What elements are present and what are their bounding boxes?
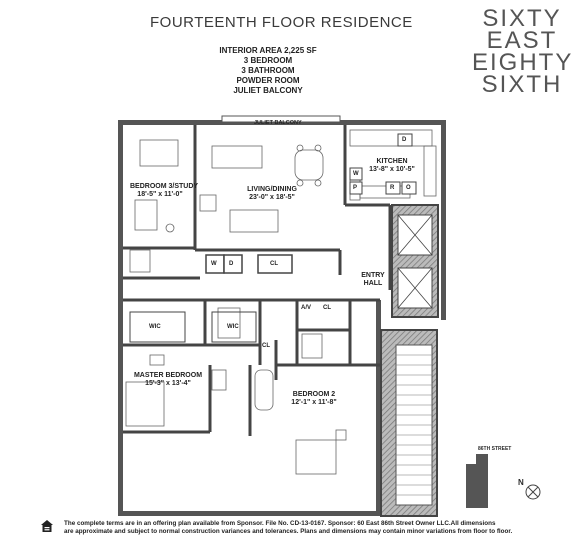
living-dining-label: LIVING/DINING 23'-0" x 18'-5": [232, 186, 312, 202]
wic-label: WIC: [227, 324, 239, 330]
utility-closets: [205, 254, 293, 274]
north-label: N: [518, 478, 524, 487]
room-name: HALL: [363, 280, 383, 287]
room-dimensions: 23'-0" x 18'-5": [249, 194, 295, 201]
wic-closets: [129, 311, 257, 343]
north-arrow: [525, 484, 541, 500]
room-name: LIVING/DINING: [247, 186, 297, 193]
living-furniture: [199, 144, 324, 233]
juliet-balcony-rail: [221, 115, 341, 123]
dryer-label: D: [229, 261, 234, 267]
brand-line: EIGHTY: [472, 49, 574, 76]
range-label: R: [390, 185, 395, 191]
room-name: BEDROOM 2: [292, 391, 336, 398]
brand-line: SIXTY: [482, 5, 562, 32]
equal-housing-icon: [40, 519, 54, 533]
pantry-label: P: [353, 185, 358, 191]
closet-label: CL: [270, 261, 278, 267]
bathroom-count: 3 BATHROOM: [241, 66, 295, 75]
powder-room: POWDER ROOM: [236, 76, 300, 85]
master-bedroom-label: MASTER BEDROOM 15'-3" x 13'-4": [128, 372, 208, 388]
kitchen-appliances: [349, 133, 417, 195]
legal-disclaimer: The complete terms are in an offering pl…: [64, 520, 564, 536]
room-dimensions: 12'-1" x 11'-8": [291, 399, 337, 406]
closet-label: CL: [323, 305, 331, 311]
disclaimer-line: are approximate and subject to normal co…: [64, 528, 513, 535]
room-name: MASTER BEDROOM: [133, 372, 203, 379]
room-dimensions: 18'-5" x 11'-0": [137, 191, 183, 198]
kitchen-w-label: W: [353, 171, 359, 177]
room-name: BEDROOM 3/STUDY: [130, 183, 199, 190]
bedroom-count: 3 BEDROOM: [243, 56, 293, 65]
bedroom2-label: BEDROOM 2 12'-1" x 11'-8": [284, 391, 344, 407]
entry-hall-label: ENTRY HALL: [355, 272, 391, 288]
brand-logo: SIXTY EAST EIGHTY SIXTH: [472, 5, 574, 98]
room-dimensions: 15'-3" x 13'-4": [145, 380, 191, 387]
juliet-balcony-label: JULIET BALCONY: [254, 120, 302, 126]
av-closet-label: A/V: [301, 305, 312, 311]
kitchen-label: KITCHEN 13'-8" x 10'-5": [362, 158, 422, 174]
juliet-balcony-spec: JULIET BALCONY: [233, 86, 303, 95]
bedroom3-label: BEDROOM 3/STUDY 18'-5" x 11'-0": [130, 183, 199, 199]
closet-label: CL: [262, 343, 270, 349]
bathroom-fixtures: [129, 249, 323, 411]
page-title: FOURTEENTH FLOOR RESIDENCE: [150, 14, 413, 31]
disclaimer-line: The complete terms are in an offering pl…: [64, 520, 496, 527]
wic-label: WIC: [149, 324, 161, 330]
bedroom2-furniture: [295, 429, 347, 475]
room-dimensions: 13'-8" x 10'-5": [369, 166, 415, 173]
master-furniture: [125, 354, 165, 427]
bedroom3-furniture: [134, 139, 179, 233]
building-footprint: [466, 454, 488, 508]
washer-label: W: [211, 261, 217, 267]
interior-area: INTERIOR AREA 2,225 SF: [219, 46, 317, 55]
interior-walls: [123, 125, 392, 436]
unit-specs: INTERIOR AREA 2,225 SF 3 BEDROOM 3 BATHR…: [208, 46, 328, 96]
brand-line: SIXTH: [481, 71, 563, 98]
room-name: ENTRY: [361, 272, 385, 279]
brand-line: EAST: [486, 27, 558, 54]
dishwasher-label: D: [402, 137, 407, 143]
street-label: 86TH STREET: [478, 446, 512, 452]
room-name: KITCHEN: [376, 158, 408, 165]
oven-label: O: [406, 185, 411, 191]
